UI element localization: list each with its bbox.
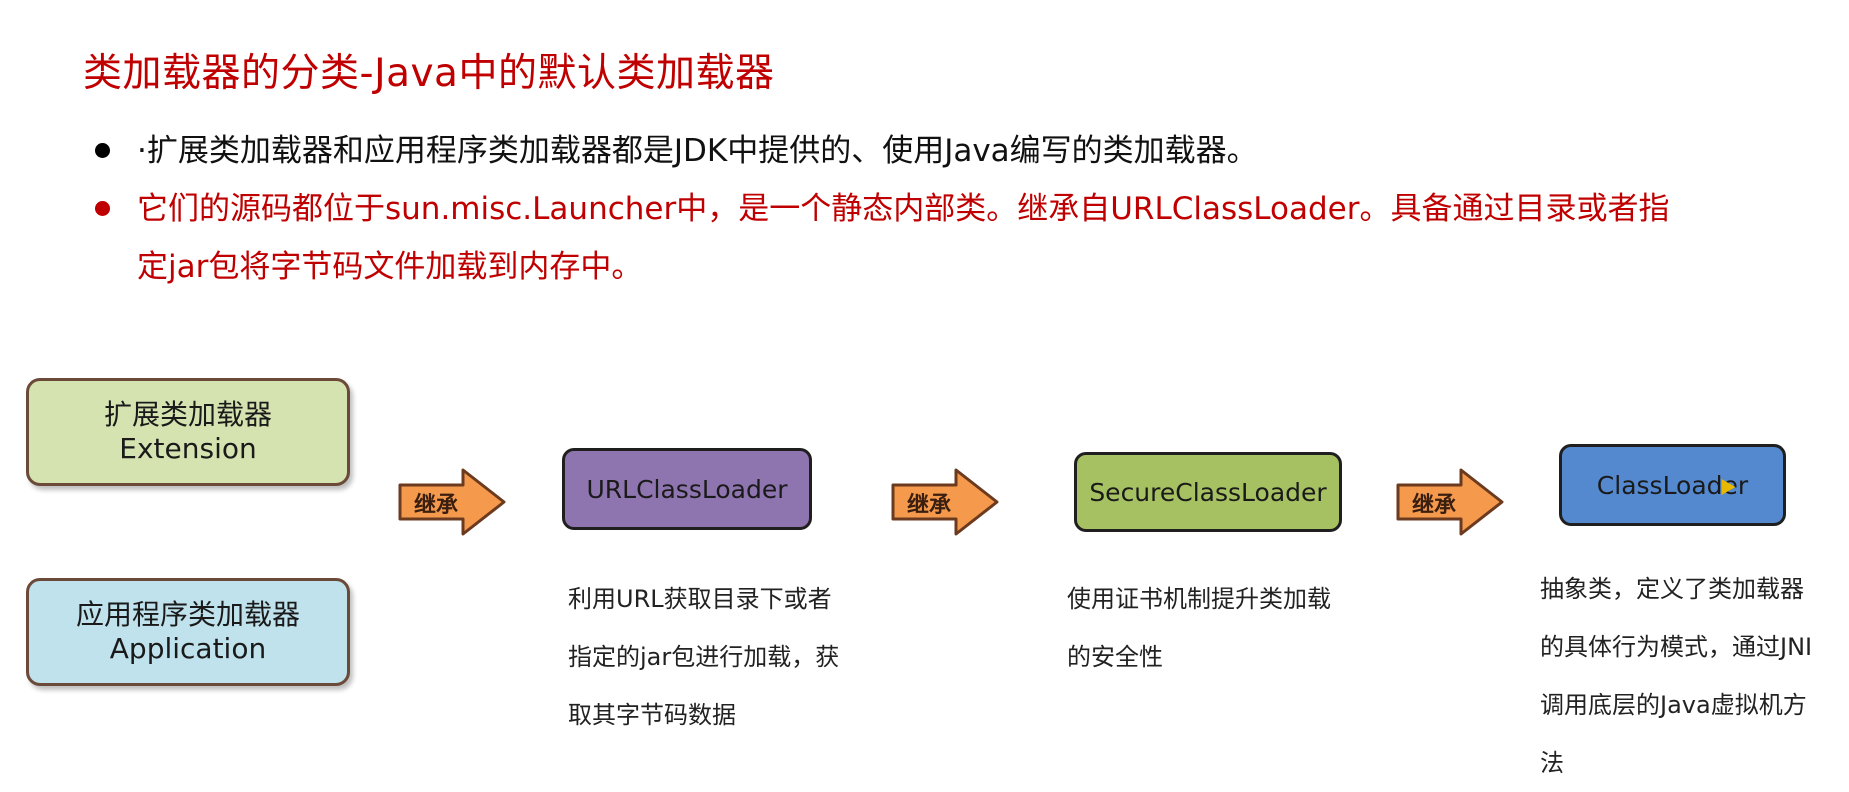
classloader-label: ClassLoader	[1596, 470, 1749, 500]
urlclassloader-label: URLClassLoader	[586, 474, 788, 504]
inherit-arrow-icon: 继承	[1395, 467, 1505, 537]
inherit-label: 继承	[906, 493, 951, 518]
inherit-arrow-icon: 继承	[890, 467, 1000, 537]
secureclassloader-box: SecureClassLoader	[1074, 452, 1342, 532]
bullet-text: ·扩展类加载器和应用程序类加载器都是JDK中提供的、使用Java编写的类加载器。	[137, 133, 1258, 169]
extension-loader-en: Extension	[119, 432, 257, 465]
application-loader-cn: 应用程序类加载器	[75, 598, 300, 631]
bullet-dot-icon	[95, 201, 110, 216]
bullet-dot-icon	[95, 143, 110, 158]
urlclassloader-description: 利用URL获取目录下或者 指定的jar包进行加载，获 取其字节码数据	[568, 585, 840, 729]
urlclassloader-box: URLClassLoader	[562, 448, 812, 530]
inherit-arrow-icon: 继承	[397, 467, 507, 537]
application-loader-box: 应用程序类加载器 Application	[26, 578, 350, 686]
secureclassloader-description: 使用证书机制提升类加载 的安全性	[1067, 585, 1331, 671]
extension-loader-box: 扩展类加载器 Extension	[26, 378, 350, 486]
classloader-description: 抽象类，定义了类加载器 的具体行为模式，通过JNI 调用底层的Java虚拟机方 …	[1540, 575, 1813, 777]
bullet-text: 它们的源码都位于sun.misc.Launcher中，是一个静态内部类。继承自U…	[137, 191, 1670, 285]
inherit-label: 继承	[413, 493, 458, 518]
secureclassloader-label: SecureClassLoader	[1089, 477, 1327, 507]
classloader-box: ClassLoader	[1559, 444, 1786, 526]
application-loader-en: Application	[109, 632, 267, 665]
inherit-label: 继承	[1411, 493, 1456, 518]
slide-title: 类加载器的分类-Java中的默认类加载器	[83, 51, 775, 96]
extension-loader-cn: 扩展类加载器	[103, 398, 272, 431]
